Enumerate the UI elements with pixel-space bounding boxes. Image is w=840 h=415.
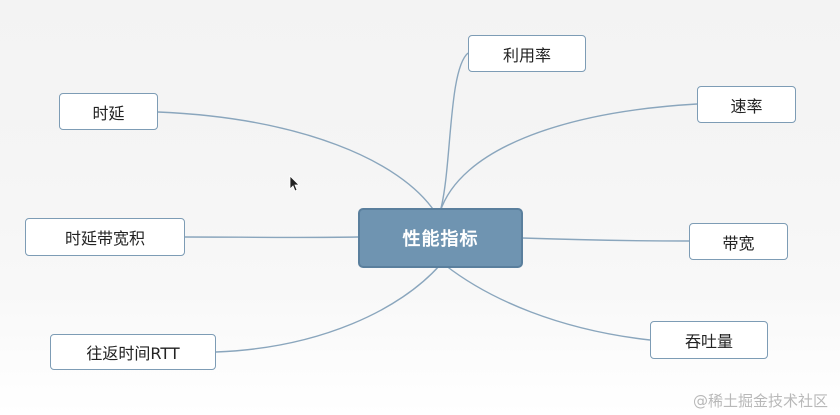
connector-sulv — [439, 103, 698, 213]
connector-wangfan-shijian — [215, 264, 441, 353]
connector-tuntuliang — [444, 264, 651, 341]
node-daikuan[interactable]: 带宽 — [689, 223, 788, 260]
node-tuntuliang[interactable]: 吞吐量 — [650, 321, 768, 359]
connector-shiyan — [157, 111, 436, 213]
node-shiyan[interactable]: 时延 — [59, 93, 158, 130]
connector-liyonglv — [439, 52, 469, 213]
center-node-performance-metrics[interactable]: 性能指标 — [358, 208, 523, 268]
node-shiyan-daikuan-ji[interactable]: 时延带宽积 — [25, 218, 185, 256]
watermark-text: @稀土掘金技术社区 — [692, 392, 828, 410]
mouse-cursor-icon — [289, 175, 300, 192]
node-sulv[interactable]: 速率 — [697, 86, 796, 123]
node-liyonglv[interactable]: 利用率 — [468, 35, 586, 72]
node-wangfan-shijian[interactable]: 往返时间RTT — [50, 334, 216, 370]
connector-daikuan — [521, 237, 690, 242]
